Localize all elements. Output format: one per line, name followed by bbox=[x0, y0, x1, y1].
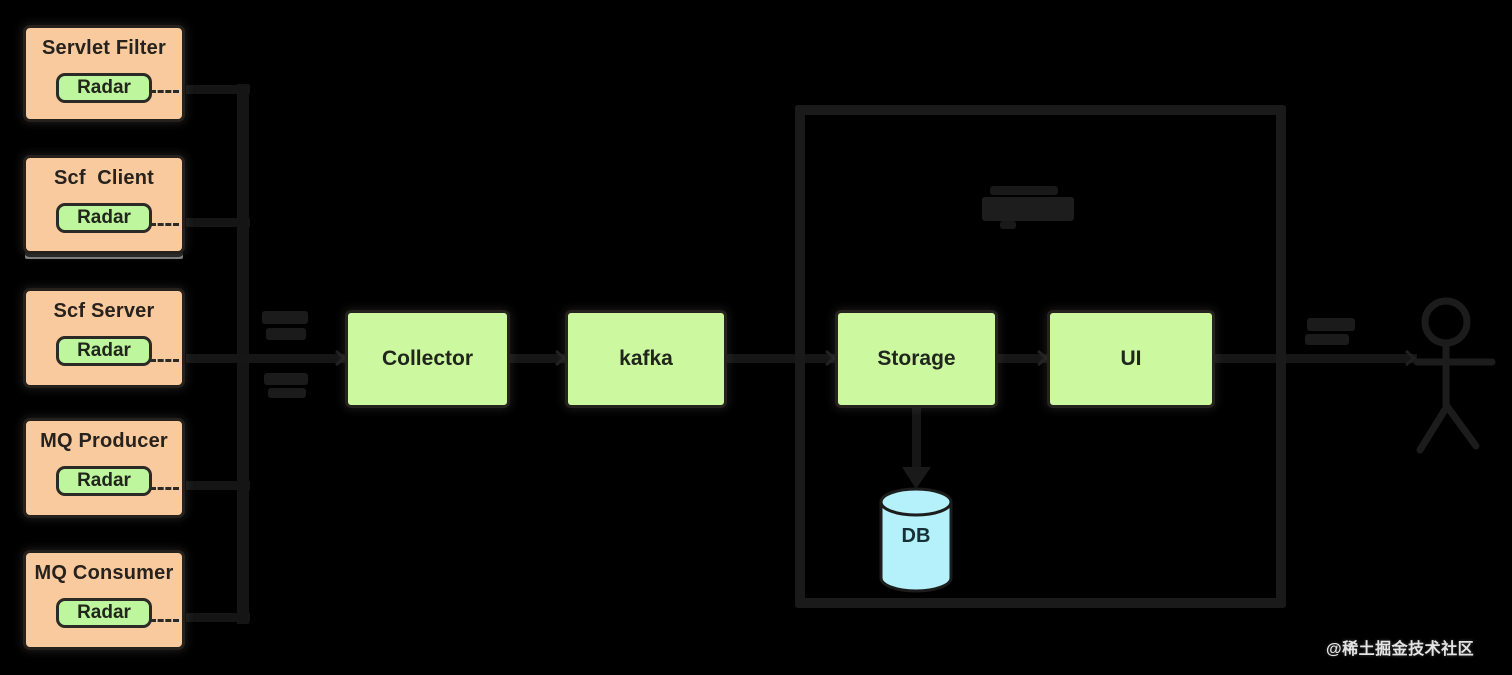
agent-title: Scf Client bbox=[54, 167, 154, 189]
obscured-label-blob bbox=[262, 311, 308, 324]
obscured-platform-title-blob bbox=[982, 197, 1074, 221]
obscured-label-blob bbox=[1307, 318, 1355, 331]
radar-badge: Radar bbox=[56, 598, 152, 628]
obscured-label-blob bbox=[268, 388, 306, 398]
agent-box-scf-server: Scf Server Radar bbox=[23, 288, 185, 388]
stub-mq-consumer bbox=[186, 613, 250, 622]
agent-title: MQ Consumer bbox=[34, 562, 174, 584]
dashed-connector bbox=[150, 223, 179, 226]
watermark: @稀土掘金技术社区 bbox=[1326, 641, 1475, 658]
agent-box-mq-producer: MQ Producer Radar bbox=[23, 418, 185, 518]
collector-box: Collector bbox=[345, 310, 510, 408]
kafka-box: kafka bbox=[565, 310, 727, 408]
dashed-connector bbox=[150, 359, 179, 362]
stub-servlet-filter bbox=[186, 85, 250, 94]
radar-badge: Radar bbox=[56, 466, 152, 496]
agent-box-scf-client: Scf Client Radar bbox=[23, 155, 185, 254]
ui-box: UI bbox=[1047, 310, 1215, 408]
agent-title: MQ Producer bbox=[40, 430, 168, 452]
radar-badge: Radar bbox=[56, 336, 152, 366]
agent-box-mq-consumer: MQ Consumer Radar bbox=[23, 550, 185, 650]
dashed-connector bbox=[150, 487, 179, 490]
obscured-label-blob bbox=[264, 373, 308, 385]
obscured-platform-title-blob bbox=[990, 186, 1058, 195]
obscured-platform-title-blob bbox=[1000, 221, 1016, 229]
agent-bus-line bbox=[237, 84, 249, 624]
dashed-connector bbox=[150, 619, 179, 622]
agent-title: Scf Server bbox=[53, 300, 155, 322]
dashed-connector bbox=[150, 90, 179, 93]
agent-box-servlet-filter: Servlet Filter Radar bbox=[23, 25, 185, 122]
db-label: DB bbox=[901, 525, 931, 547]
agent-title: Servlet Filter bbox=[42, 37, 166, 59]
stub-mq-producer bbox=[186, 481, 250, 490]
obscured-label-blob bbox=[266, 328, 306, 340]
obscured-label-blob bbox=[1305, 334, 1349, 345]
storage-box: Storage bbox=[835, 310, 998, 408]
stub-scf-client bbox=[186, 218, 250, 227]
user-stick-figure-icon bbox=[1413, 297, 1496, 454]
radar-badge: Radar bbox=[56, 203, 152, 233]
box-shadow-smear bbox=[25, 252, 183, 259]
radar-badge: Radar bbox=[56, 73, 152, 103]
